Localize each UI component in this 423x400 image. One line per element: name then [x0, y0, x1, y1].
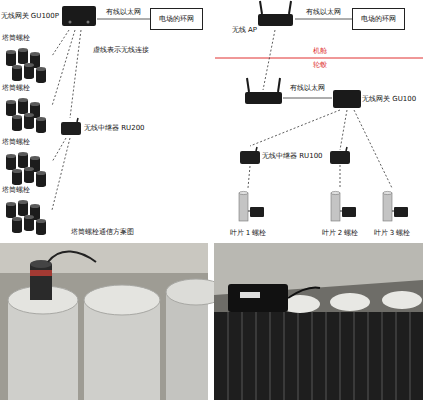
- ethernet-wire: [283, 98, 332, 99]
- repeater-icon: [61, 118, 81, 135]
- gateway-icon: [62, 6, 96, 26]
- sensor-icon: [383, 191, 408, 221]
- bolt-group: [6, 98, 46, 133]
- wireless-link: [52, 30, 75, 106]
- bolt-cap: [8, 300, 78, 400]
- wireless-link: [340, 165, 341, 188]
- node-label: 电场的环网: [361, 15, 396, 24]
- node-label: 无线 AP: [232, 26, 257, 35]
- washer: [382, 291, 422, 309]
- wireless-link: [263, 30, 275, 90]
- note-label: 机舱: [312, 47, 328, 56]
- edge-label: 有线以太网: [105, 8, 142, 17]
- wireless-link: [340, 110, 347, 150]
- gateway-port: [69, 21, 72, 24]
- wireless-link: [52, 138, 70, 210]
- washer: [330, 293, 370, 311]
- bolt-row: [214, 312, 423, 400]
- edge-label: 有线以太网: [305, 8, 342, 17]
- device-photo: [228, 284, 288, 312]
- node-label: 无线中继器 RU200: [84, 124, 145, 133]
- node-label: 塔筒螺栓: [2, 84, 30, 93]
- device-cable: [288, 287, 320, 298]
- node-label: 无线中继器 RU100: [262, 152, 323, 161]
- bolt-cap: [166, 292, 208, 400]
- bolt-thread: [228, 312, 410, 400]
- repeater-icon: [240, 147, 260, 164]
- device-node: 叶片 2 螺栓: [310, 188, 370, 238]
- sensor-icon: [331, 191, 356, 221]
- ethernet-wire: [295, 19, 352, 20]
- bolt-group: [6, 48, 46, 83]
- sensor-cable: [48, 251, 96, 262]
- device-node: 塔筒螺栓: [2, 186, 52, 236]
- ap-icon: [258, 14, 293, 26]
- node-label: 无线网关 GU100: [362, 95, 416, 104]
- wireless-link: [354, 110, 392, 188]
- gateway-port: [87, 21, 90, 24]
- wireless-link: [52, 138, 66, 162]
- wireless-link: [52, 30, 69, 56]
- wireless-link: [70, 30, 81, 118]
- wireless-link: [250, 110, 340, 146]
- bolt-group: [6, 152, 46, 187]
- device-plate: [240, 292, 260, 298]
- device-node: 无线 AP: [232, 2, 295, 38]
- network-box: 电场的环网: [352, 8, 405, 30]
- note-label: 虚线表示无线连接: [92, 46, 150, 55]
- sensor-icon: [239, 191, 264, 221]
- photo-ground: [214, 243, 423, 400]
- ap-antenna: [278, 78, 280, 92]
- bolt-group: [6, 200, 46, 235]
- wireless-link: [248, 166, 250, 188]
- ap-antenna: [260, 1, 262, 14]
- ap-antenna: [289, 1, 291, 14]
- ap-antenna: [247, 78, 249, 92]
- device-node: 塔筒螺栓: [2, 34, 52, 84]
- sensor-photo: [30, 264, 52, 300]
- gateway-icon: [333, 90, 361, 108]
- node-label: 无线网关 GU100P: [1, 12, 59, 21]
- ap-icon: [245, 92, 282, 104]
- device-node: 无线网关 GU100: [332, 88, 416, 110]
- note-label: 有线以太网: [289, 84, 326, 93]
- node-label: 塔筒螺栓: [2, 186, 30, 195]
- node-label: 塔筒螺栓: [2, 34, 30, 43]
- node-label: 塔筒螺栓: [2, 138, 30, 147]
- caption: 塔筒螺栓通信方案图: [70, 228, 135, 237]
- device-node: 无线网关 GU100P: [1, 2, 97, 30]
- node-label: 叶片 3 螺栓: [374, 229, 411, 238]
- photo-ground: [0, 243, 208, 400]
- network-box: 电场的环网: [150, 8, 203, 30]
- device-node: 无线中继器 RU100: [238, 146, 323, 166]
- node-label: 电场的环网: [159, 15, 194, 24]
- device-node: 塔筒螺栓: [2, 138, 52, 188]
- sensor-ring: [30, 270, 52, 276]
- device-node: 无线中继器 RU200: [60, 118, 145, 138]
- device-node: 叶片 1 螺栓: [218, 188, 278, 238]
- device-node: 叶片 3 螺栓: [362, 188, 422, 238]
- device-node: 塔筒螺栓: [2, 84, 52, 134]
- ethernet-wire: [97, 19, 150, 20]
- node-label: 叶片 1 螺栓: [230, 229, 267, 238]
- divider-line: [215, 58, 423, 59]
- note-label: 轮毂: [312, 61, 328, 70]
- bolt-cap-top: [84, 285, 160, 315]
- node-label: 叶片 2 螺栓: [322, 229, 359, 238]
